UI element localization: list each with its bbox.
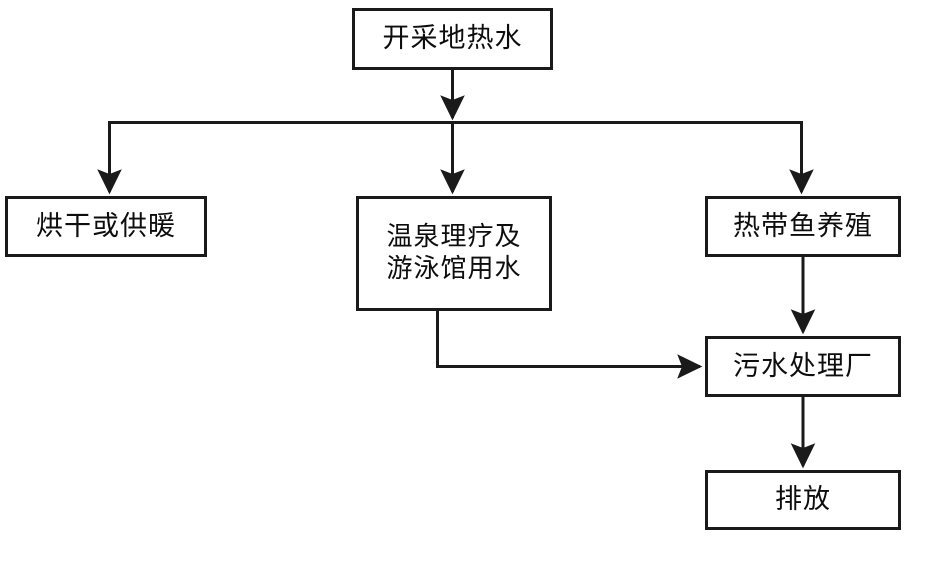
node-label-fishfarm: 热带鱼养殖 <box>733 210 873 242</box>
node-wastewater-treatment-plant[interactable]: 污水处理厂 <box>705 336 901 397</box>
node-spa-therapy-and-swimming-pool-water[interactable]: 温泉理疗及 游泳馆用水 <box>356 196 552 311</box>
node-label-spa: 温泉理疗及 游泳馆用水 <box>386 221 522 284</box>
node-label-extract: 开采地热水 <box>382 23 523 55</box>
node-tropical-fish-farming[interactable]: 热带鱼养殖 <box>705 196 901 257</box>
node-label-drying: 烘干或供暖 <box>36 210 176 242</box>
node-discharge[interactable]: 排放 <box>705 470 901 530</box>
node-extract-geothermal-water[interactable]: 开采地热水 <box>352 8 553 70</box>
node-label-discharge: 排放 <box>775 484 831 516</box>
node-label-wwtp: 污水处理厂 <box>733 350 873 382</box>
edge-spa-to-wwtp <box>436 311 703 379</box>
node-drying-or-heating[interactable]: 烘干或供暖 <box>5 196 207 257</box>
